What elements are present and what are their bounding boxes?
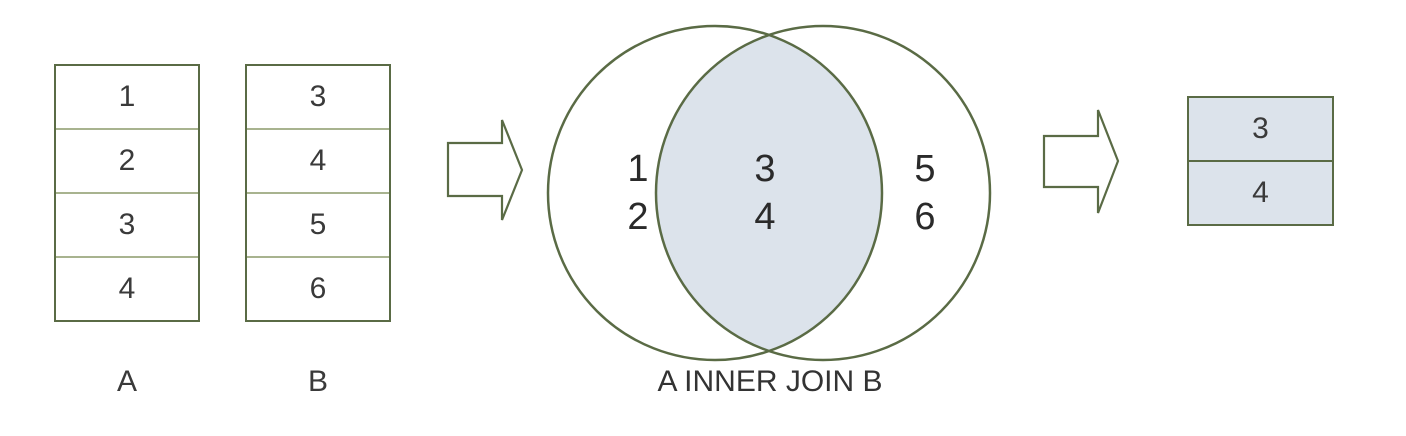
right-arrow-icon [446,119,524,221]
table-b: 3 4 5 6 [245,64,391,322]
venn-right-circle [654,24,992,362]
table-b-cell: 5 [247,194,389,258]
venn-left-value: 1 [627,148,649,190]
result-table-cell: 4 [1189,162,1332,224]
table-b-cell: 4 [247,130,389,194]
venn-left-value: 2 [627,196,649,238]
venn-intersection-value: 3 [754,148,776,190]
table-b-cell: 6 [309,272,327,305]
venn-caption: A INNER JOIN B [657,365,883,398]
table-a: 1 2 3 4 [54,64,200,322]
table-a-cell: 2 [56,130,198,194]
result-table-cell: 3 [1189,98,1332,162]
table-a-cell: 3 [56,194,198,258]
venn-intersection [656,26,882,360]
table-a-cell: 4 [118,272,136,305]
venn-intersection-value: 4 [754,196,776,238]
table-a-cell: 1 [56,66,198,130]
venn-right-value: 6 [914,196,936,238]
table-b-cell: 3 [247,66,389,130]
right-arrow-icon [1042,109,1120,214]
result-table: 3 4 [1187,96,1334,226]
table-a-label: A [116,365,137,398]
venn-right-value: 5 [914,148,936,190]
venn-left-circle [546,24,884,362]
table-b-label: B [307,365,328,398]
